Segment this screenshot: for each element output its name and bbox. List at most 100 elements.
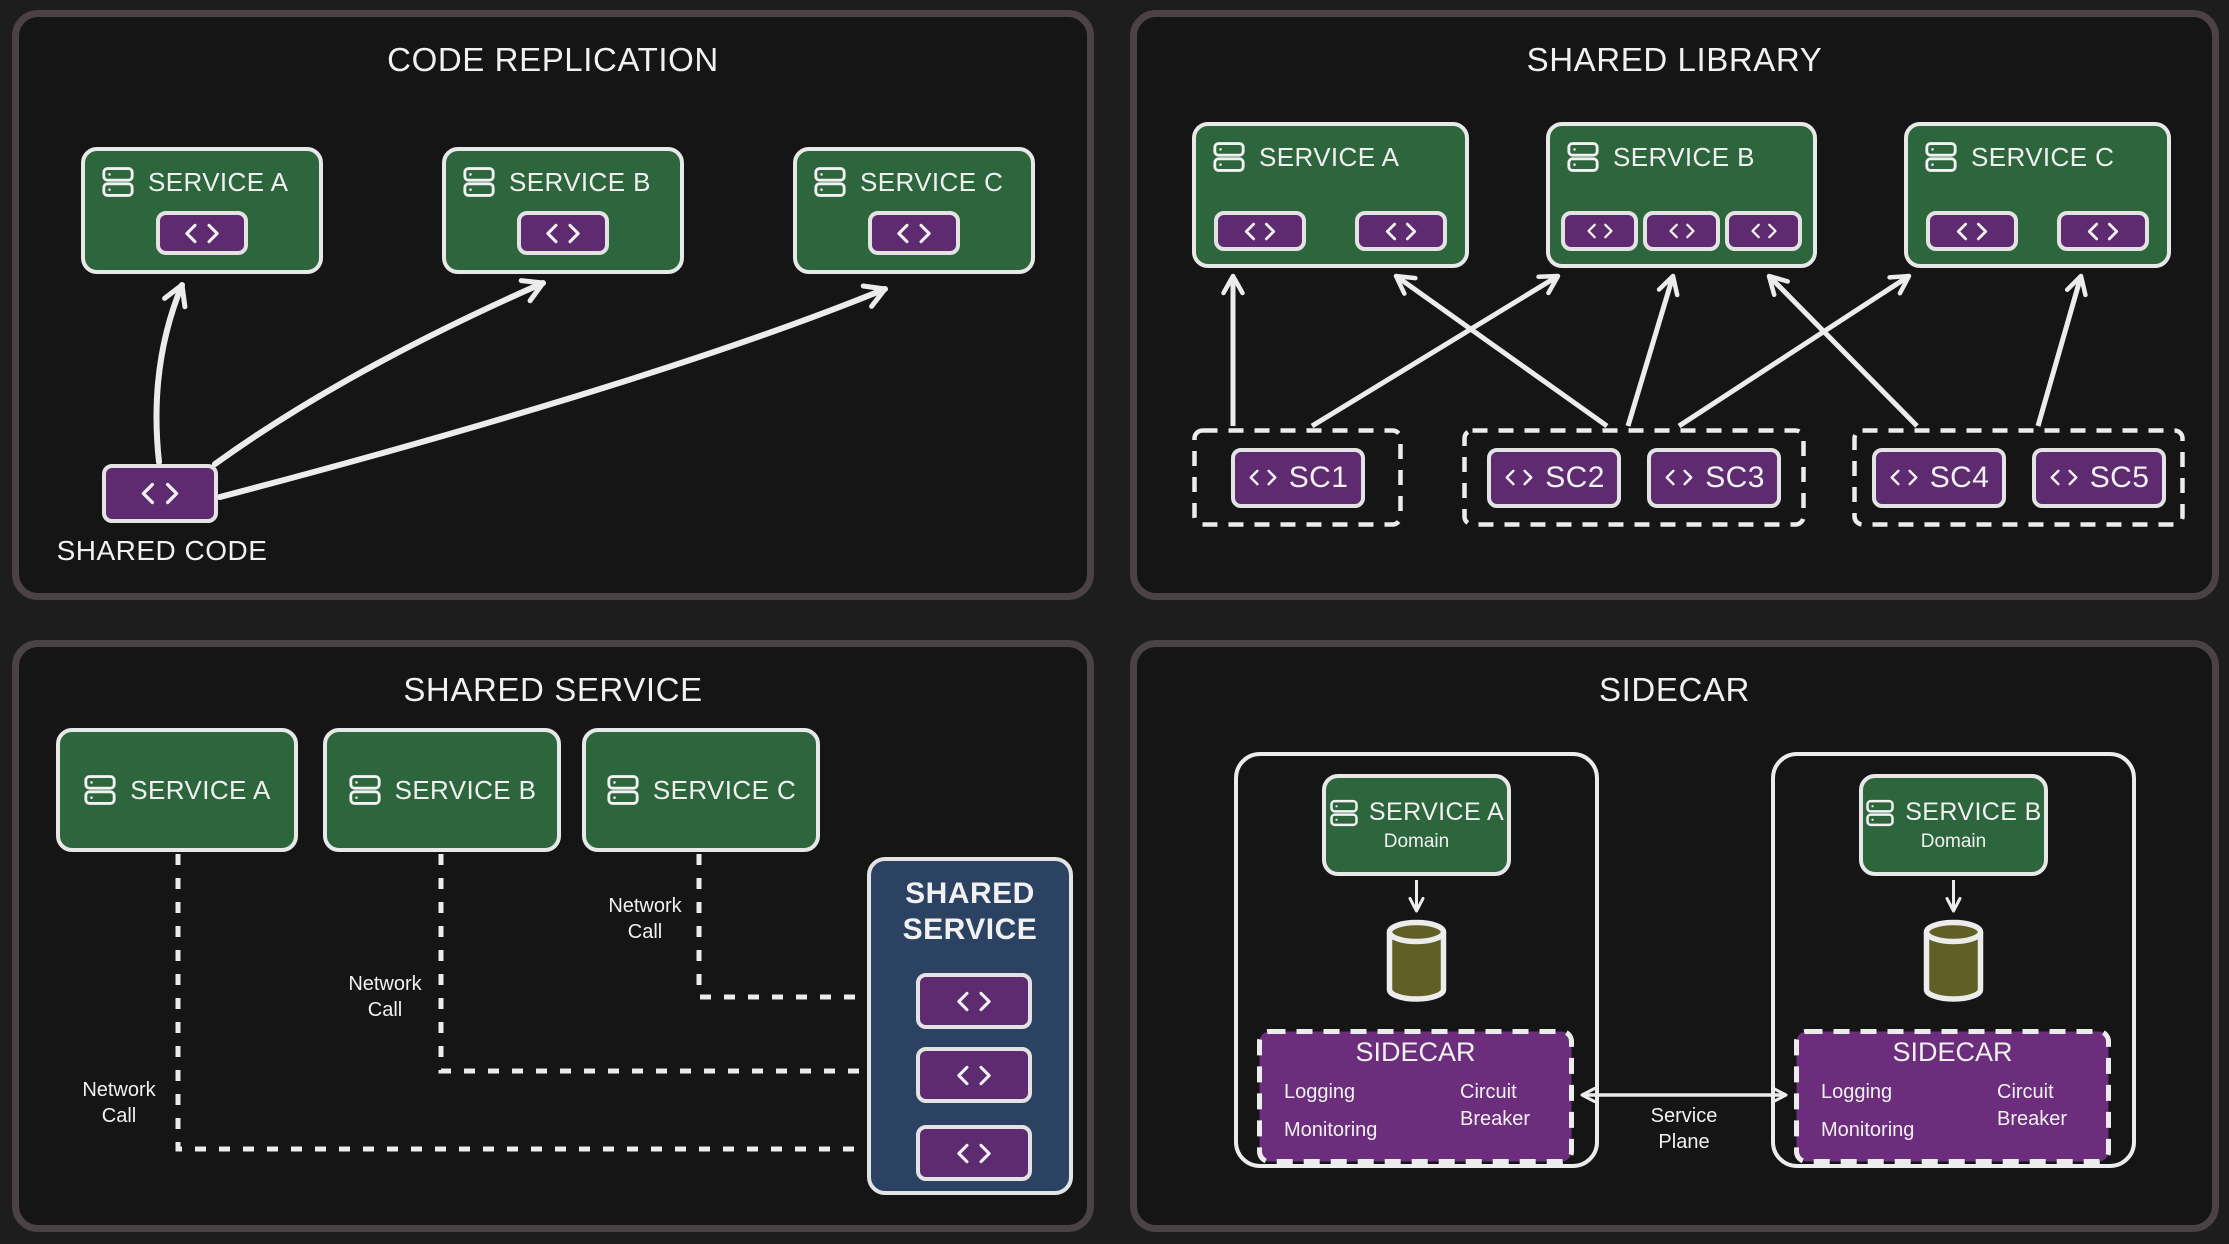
- service-label: SERVICE B: [1613, 141, 1755, 172]
- service-header: SERVICE A: [101, 165, 288, 199]
- library-chip-sc4: SC4: [1871, 447, 2006, 508]
- service-header: SERVICE C: [1924, 140, 2114, 174]
- service-header: SERVICE B: [348, 773, 537, 807]
- service-box-c: SERVICE C: [793, 147, 1035, 274]
- network-call-line1: Network: [608, 895, 682, 917]
- network-call-line1: Network: [82, 1079, 156, 1101]
- service-box-c: SERVICE C: [582, 728, 820, 852]
- library-label: SC4: [1929, 460, 1990, 494]
- pod-container-b: [1771, 752, 2136, 1168]
- code-chip: [2057, 211, 2149, 251]
- service-label: SERVICE A: [1368, 798, 1505, 826]
- library-group-2: SC2 SC3: [1462, 428, 1806, 527]
- code-chip: [1355, 211, 1447, 251]
- library-chips: SC2 SC3: [1462, 428, 1806, 527]
- connector-service-a: [175, 854, 900, 1160]
- service-label: SERVICE A: [1259, 141, 1400, 172]
- shared-service-box: SHARED SERVICE: [867, 857, 1073, 1195]
- code-chip: [868, 211, 960, 255]
- service-plane-label: Service Plane: [1624, 1103, 1744, 1155]
- service-plane-line1: Service: [1650, 1105, 1718, 1127]
- library-label: SC2: [1545, 460, 1605, 494]
- service-header: SERVICE B: [1865, 798, 2042, 828]
- code-icon: [138, 482, 182, 505]
- service-label: SERVICE C: [860, 166, 1004, 197]
- code-icon: [1585, 223, 1615, 239]
- library-label: SC3: [1705, 460, 1765, 494]
- arrow-sc2-to-service-a: [1393, 273, 1609, 429]
- service-box-b: SERVICE B Domain: [1859, 774, 2048, 876]
- code-icon: [182, 223, 222, 244]
- arrow-sc5-to-service-c: [2035, 273, 2088, 427]
- service-label: SERVICE C: [1971, 141, 2115, 172]
- code-chip: [1214, 211, 1306, 251]
- sidecar-box-b: SIDECAR Logging Monitoring Circuit Break…: [1794, 1029, 2111, 1164]
- server-icon: [1329, 798, 1359, 828]
- network-call-line2: Call: [627, 921, 663, 943]
- server-icon: [1924, 140, 1958, 174]
- network-call-line2: Call: [101, 1105, 137, 1127]
- sidecar-title: SIDECAR: [1355, 1037, 1476, 1067]
- sidecar-dashed-background: [1794, 1029, 2111, 1164]
- shared-code-chip: [102, 464, 218, 523]
- server-icon: [462, 165, 496, 199]
- shared-service-title-line2: SERVICE: [902, 913, 1038, 946]
- code-icon: [543, 223, 583, 244]
- service-box-b: SERVICE B: [442, 147, 684, 274]
- connector-service-b: [438, 854, 900, 1082]
- library-chips: SC1: [1192, 428, 1403, 527]
- arrow-sc2-to-service-b: [1625, 273, 1680, 427]
- sidecar-feature-circuit-breaker: Circuit Breaker: [1997, 1081, 2068, 1130]
- service-label: SERVICE A: [130, 774, 271, 805]
- code-chip: [916, 1047, 1032, 1103]
- library-label: SC5: [2089, 460, 2150, 494]
- code-icon: [954, 1065, 994, 1086]
- code-icon: [1503, 469, 1535, 486]
- dashed-border: [1192, 428, 1403, 527]
- sidecar-feature-monitoring: Monitoring: [1821, 1119, 1915, 1141]
- code-icon: [954, 1143, 994, 1164]
- dashed-border: [1852, 428, 2185, 527]
- service-domain-label: Domain: [1383, 830, 1450, 852]
- code-icon: [1667, 223, 1697, 239]
- panel-shared-library: SHARED LIBRARY SERVICE A: [1130, 10, 2219, 600]
- code-chip: [1561, 211, 1638, 251]
- service-box-c: SERVICE C: [1904, 122, 2171, 268]
- arrow-shared-code-to-service-a: [153, 282, 188, 465]
- service-header: SERVICE B: [462, 165, 651, 199]
- arrow-sc3-to-service-c: [1677, 273, 1912, 429]
- arrow-shared-code-to-service-b: [212, 278, 546, 467]
- service-label: SERVICE B: [1905, 798, 2042, 826]
- service-label: SERVICE B: [394, 774, 537, 805]
- service-header: SERVICE A: [1329, 798, 1504, 828]
- dashed-border: [1462, 428, 1806, 527]
- library-chip-sc2: SC2: [1487, 447, 1621, 508]
- code-icon: [2048, 469, 2080, 486]
- server-icon: [348, 773, 382, 807]
- server-icon: [101, 165, 135, 199]
- network-call-label-a: Network Call: [63, 1077, 175, 1129]
- service-box-a: SERVICE A: [56, 728, 298, 852]
- code-icon: [894, 223, 934, 244]
- service-plane-line2: Plane: [1658, 1131, 1710, 1153]
- code-icon: [1242, 222, 1278, 241]
- network-call-line2: Call: [367, 999, 403, 1021]
- code-chip: [156, 211, 248, 255]
- chips-row: [1908, 211, 2167, 251]
- panel-sidecar: SIDECAR SERVICE A Domain: [1130, 640, 2219, 1232]
- library-chip-sc3: SC3: [1647, 447, 1781, 508]
- server-icon: [606, 773, 640, 807]
- arrow-sc1-to-service-b: [1310, 273, 1561, 429]
- code-chip: [1725, 211, 1802, 251]
- service-label: SERVICE A: [148, 166, 289, 197]
- code-icon: [1383, 222, 1419, 241]
- service-header: SERVICE C: [813, 165, 1003, 199]
- panel-title: SHARED SERVICE: [403, 671, 703, 708]
- arrow-sc4-to-service-b: [1766, 273, 1919, 428]
- code-chip: [916, 1125, 1032, 1181]
- database-icon: [1920, 919, 1987, 1003]
- service-box-a: SERVICE A Domain: [1322, 774, 1511, 876]
- service-header: SERVICE B: [1566, 140, 1755, 174]
- database-icon: [1383, 919, 1450, 1003]
- sidecar-title: SIDECAR: [1892, 1037, 2013, 1067]
